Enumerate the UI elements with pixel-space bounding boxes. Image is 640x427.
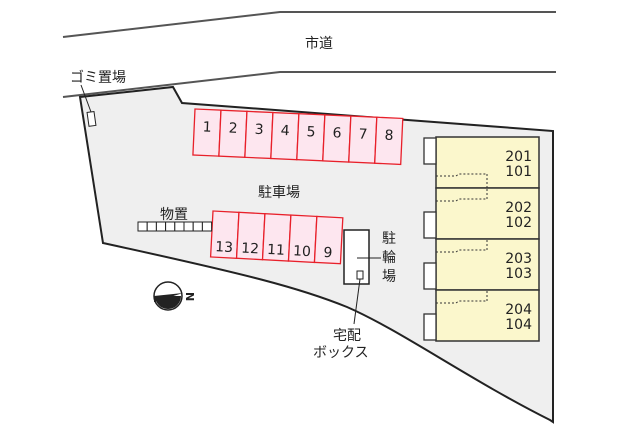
parking-space-number: 12 [241,241,260,258]
parking-space: 11 [261,213,292,262]
unit-outline [435,238,540,291]
storage-shed [165,221,176,232]
parking-space: 12 [235,211,266,261]
storage-shed [201,221,213,232]
parking-space-number: 13 [215,239,234,256]
bike-label-3: 場 [382,269,396,285]
storage-label: 物置 [160,207,188,223]
parking-space-number: 9 [323,245,333,261]
unit-number-lower: 104 [505,317,532,333]
parking-space: 6 [322,114,352,163]
unit-number-upper: 201 [505,149,532,165]
unit-outline [435,289,540,342]
parking-space-outline [313,215,344,265]
delivery-label-2: ボックス [313,345,369,361]
delivery-box [356,270,364,280]
parking-space: 7 [348,115,378,164]
storage-sheds [137,221,213,232]
parking-label: 駐車場 [258,184,300,201]
parking-space: 10 [287,214,318,264]
delivery-label-1: 宅配 [333,328,361,344]
unit-number-upper: 203 [505,251,532,267]
unit-interior-line [436,290,488,304]
garbage-station [86,110,97,127]
unit-number-lower: 103 [505,266,532,282]
garbage-label: ゴミ置場 [70,69,126,86]
unit-number-upper: 204 [505,302,532,318]
parking-space-number: 3 [254,122,264,138]
parking-space: 1 [192,108,222,157]
parking-space-number: 1 [202,119,212,135]
bike-label-1: 駐 [382,231,396,247]
storage-shed [155,221,167,232]
parking-space: 8 [374,116,404,166]
parking-space: 5 [296,113,326,162]
parking-space-number: 8 [384,128,394,144]
storage-shed [174,221,185,232]
compass-north-label: N [183,292,196,301]
parking-space: 3 [244,110,274,160]
bike-label-2: 輪 [382,249,396,266]
unit-balcony [423,211,437,239]
parking-space-outline [374,116,404,166]
unit-interior-line [436,173,487,177]
parking-space-number: 5 [306,124,316,140]
parking-space-number: 4 [280,123,290,139]
garbage-leader [80,84,92,113]
compass-icon: N [153,281,196,311]
storage-shed [183,221,194,232]
parking-space: 13 [209,210,240,259]
parking-space-number: 7 [358,126,368,142]
unit-interior-line [436,239,488,253]
storage-shed [137,221,148,232]
parking-space: 2 [218,109,248,158]
parking-space-number: 10 [293,243,312,260]
unit-number-upper: 202 [505,200,532,216]
parking-row-bottom: 13 12 11 10 9 [209,210,344,265]
unit-interior-line [436,188,488,202]
unit-balcony [423,137,437,165]
unit-balcony [423,313,437,341]
parking-space-number: 2 [228,121,238,137]
unit-balcony [423,262,437,290]
road-label: 市道 [305,35,333,52]
unit-number-lower: 101 [505,164,532,180]
delivery-leader [353,278,361,325]
storage-shed [192,221,203,232]
parking-space: 9 [313,215,344,265]
parking-space-number: 6 [332,125,342,141]
road-edge-bottom [62,71,556,98]
unit-number-lower: 102 [505,215,532,231]
road-edge-top [62,11,556,38]
parking-space: 4 [270,111,300,161]
parking-space-number: 11 [267,242,286,259]
storage-shed [146,221,157,232]
